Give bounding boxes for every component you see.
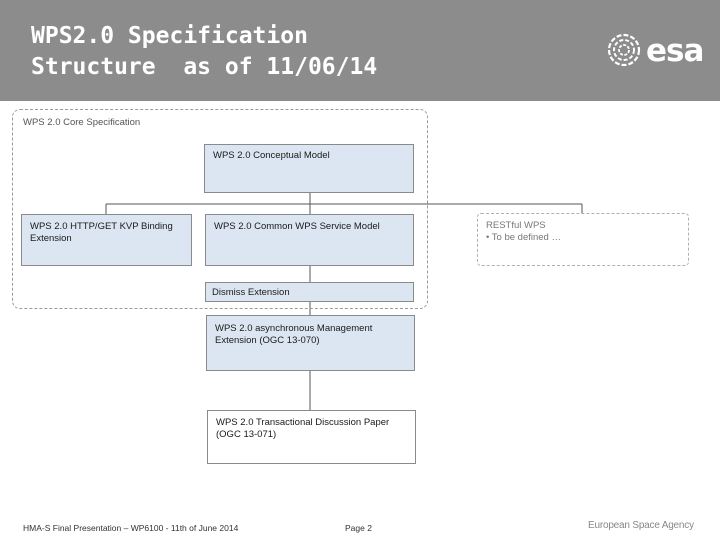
async-management-label: WPS 2.0 asynchronous Management Extensio… <box>215 323 373 346</box>
async-management-box: WPS 2.0 asynchronous Management Extensio… <box>206 315 415 371</box>
http-get-kvp-box: WPS 2.0 HTTP/GET KVP Binding Extension <box>21 214 192 266</box>
dismiss-extension-box: Dismiss Extension <box>205 282 414 302</box>
restful-wps-title: RESTful WPS <box>486 220 546 231</box>
conceptual-model-label: WPS 2.0 Conceptual Model <box>213 150 330 161</box>
common-service-model-label: WPS 2.0 Common WPS Service Model <box>214 221 380 232</box>
core-specification-group <box>12 109 428 309</box>
footer-agency: European Space Agency <box>588 520 694 531</box>
dismiss-extension-label: Dismiss Extension <box>212 287 290 298</box>
restful-wps-box: RESTful WPS • To be defined … <box>477 213 689 266</box>
restful-wps-bullet: • To be defined … <box>486 232 561 243</box>
transactional-box: WPS 2.0 Transactional Discussion Paper (… <box>207 410 416 464</box>
conceptual-model-box: WPS 2.0 Conceptual Model <box>204 144 414 193</box>
footer-page-number: Page 2 <box>345 523 372 533</box>
esa-logo: esa <box>606 32 706 72</box>
esa-logo-text: esa <box>646 33 704 69</box>
http-get-kvp-label: WPS 2.0 HTTP/GET KVP Binding Extension <box>30 221 173 244</box>
common-service-model-box: WPS 2.0 Common WPS Service Model <box>205 214 414 266</box>
core-specification-label: WPS 2.0 Core Specification <box>23 117 141 128</box>
title-line-1: WPS2.0 Specification <box>31 23 308 49</box>
transactional-label: WPS 2.0 Transactional Discussion Paper (… <box>216 417 390 440</box>
esa-globe-icon <box>607 33 641 67</box>
title-line-2: Structure as of 11/06/14 <box>31 54 378 80</box>
footer-presentation: HMA-S Final Presentation – WP6100 - 11th… <box>23 523 239 533</box>
